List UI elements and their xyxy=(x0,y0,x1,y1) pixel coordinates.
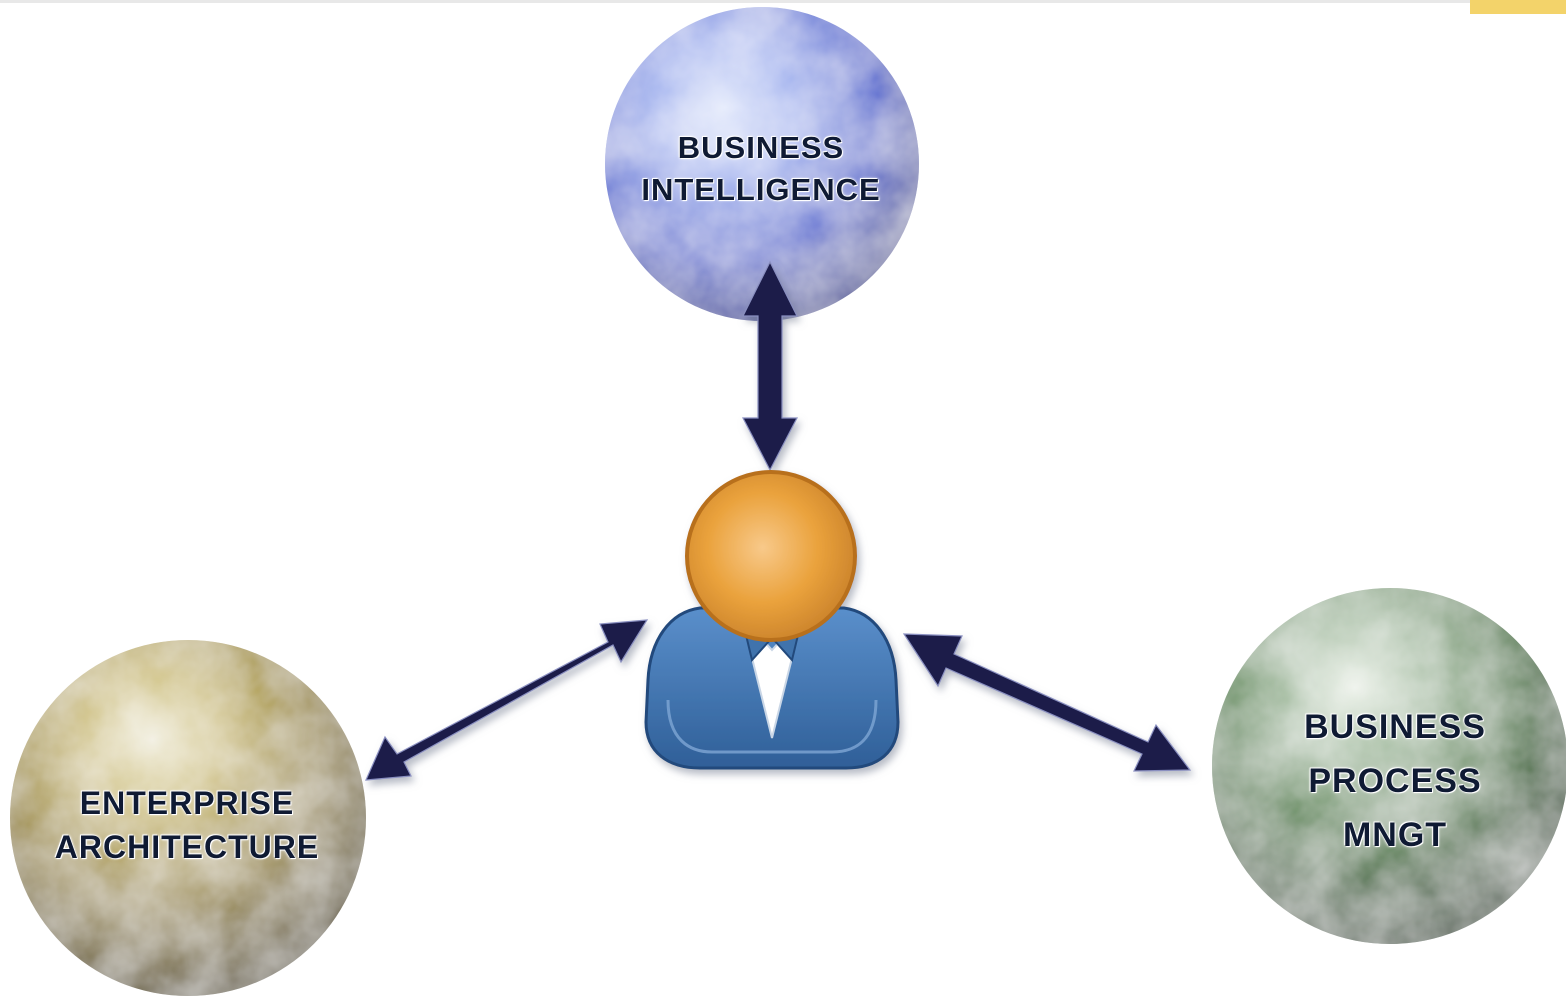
enterprise-architecture-label-line-2: ARCHITECTURE xyxy=(54,829,320,865)
business-intelligence-label: BUSINESS INTELLIGENCE xyxy=(605,127,917,211)
user-head xyxy=(685,470,857,642)
arrow-user-to-enterprise-architecture xyxy=(365,619,649,781)
top-divider xyxy=(0,0,1566,3)
business-process-mngt-label-line-2: PROCESS xyxy=(1308,762,1482,800)
business-process-mngt-label: BUSINESS PROCESS MNGT xyxy=(1250,700,1540,862)
business-process-mngt-label-line-1: BUSINESS xyxy=(1304,708,1486,746)
enterprise-architecture-sphere xyxy=(10,640,366,996)
corner-accent-tab xyxy=(1470,0,1566,14)
user-icon xyxy=(644,470,900,770)
business-intelligence-label-line-2: INTELLIGENCE xyxy=(641,172,881,207)
arrow-user-to-business-process-mngt xyxy=(902,633,1192,772)
business-process-mngt-sphere xyxy=(1212,588,1566,944)
business-process-mngt-label-line-3: MNGT xyxy=(1342,816,1448,854)
business-intelligence-label-line-1: BUSINESS xyxy=(677,130,845,165)
business-intelligence-sphere xyxy=(605,7,919,321)
arrow-user-to-business-intelligence xyxy=(742,260,798,472)
enterprise-architecture-label-line-1: ENTERPRISE xyxy=(79,785,295,821)
enterprise-architecture-label: ENTERPRISE ARCHITECTURE xyxy=(12,781,362,869)
